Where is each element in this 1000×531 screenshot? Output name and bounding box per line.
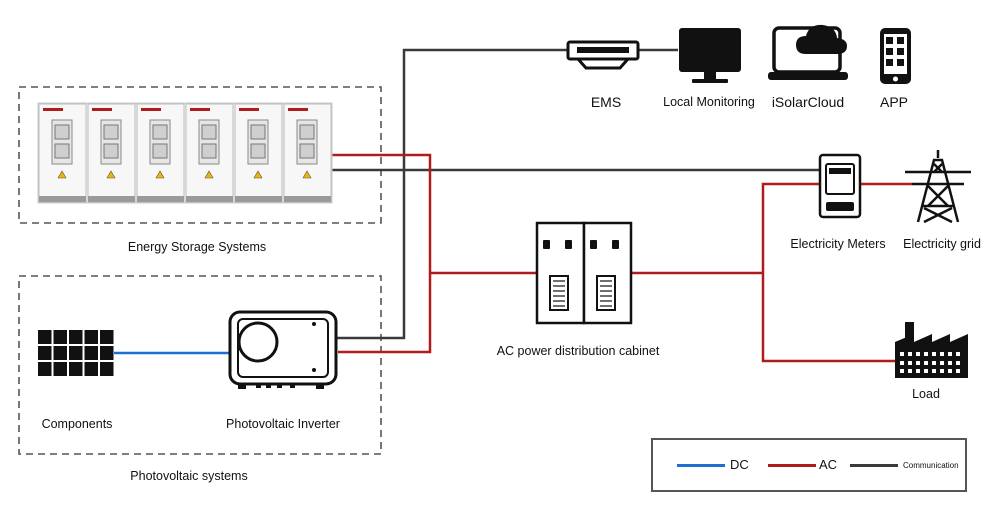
battery-cabinets — [37, 102, 333, 204]
legend: DC AC Communication — [651, 438, 967, 492]
legend-dc-label: DC — [730, 457, 749, 472]
battery-cabinet-unit — [283, 103, 332, 203]
battery-cabinet-unit — [38, 103, 87, 203]
ac-cabinet-icon — [535, 221, 633, 325]
solar-cell — [53, 362, 67, 376]
solar-cell — [84, 330, 98, 344]
solar-cell — [100, 362, 114, 376]
battery-cabinet-unit — [185, 103, 234, 203]
solar-cell — [84, 346, 98, 360]
transmission-tower-icon — [905, 150, 971, 224]
isolarcloud-label: iSolarCloud — [771, 94, 845, 110]
solar-cell — [38, 330, 52, 344]
communication-lines — [332, 48, 822, 340]
battery-cabinet-unit — [136, 103, 185, 203]
electricity-grid-label: Electricity grid — [903, 237, 981, 251]
solar-cell — [53, 346, 67, 360]
app-label: APP — [879, 94, 909, 110]
ac-lines — [332, 153, 912, 363]
ac-cabinet-label: AC power distribution cabinet — [496, 344, 660, 358]
legend-ac-line — [768, 464, 816, 467]
electricity-meters-label: Electricity Meters — [790, 237, 886, 251]
ems-label: EMS — [590, 94, 622, 110]
pv-inverter-label: Photovoltaic Inverter — [226, 417, 340, 431]
factory-icon — [895, 322, 968, 378]
electricity-meter-icon — [818, 153, 862, 219]
solar-cell — [69, 346, 83, 360]
ems-icon — [566, 40, 640, 70]
monitor-icon — [679, 28, 741, 83]
legend-ac-label: AC — [819, 457, 838, 472]
load-label: Load — [912, 387, 940, 401]
solar-cell — [38, 362, 52, 376]
solar-cell — [38, 346, 52, 360]
solar-cell — [100, 330, 114, 344]
pv-inverter-icon — [228, 310, 338, 389]
energy-storage-label: Energy Storage Systems — [127, 240, 267, 254]
legend-communication-line — [850, 464, 898, 467]
energy-storage-group-box — [18, 86, 382, 224]
solar-cell — [69, 362, 83, 376]
solar-panel-icon — [38, 330, 114, 376]
solar-cell — [53, 330, 67, 344]
battery-cabinet-unit — [234, 103, 283, 203]
battery-cabinet-unit — [87, 103, 136, 203]
pv-systems-group-box — [18, 275, 382, 455]
solar-cell — [100, 346, 114, 360]
local-monitoring-label: Local Monitoring — [663, 95, 755, 109]
solar-cell — [69, 330, 83, 344]
legend-communication-label: Communication — [903, 461, 959, 470]
laptop-cloud-icon — [768, 24, 848, 80]
components-label: Components — [41, 417, 113, 431]
legend-dc-line — [677, 464, 725, 467]
phone-icon — [880, 28, 911, 84]
pv-systems-label: Photovoltaic systems — [130, 469, 248, 483]
solar-cell — [84, 362, 98, 376]
